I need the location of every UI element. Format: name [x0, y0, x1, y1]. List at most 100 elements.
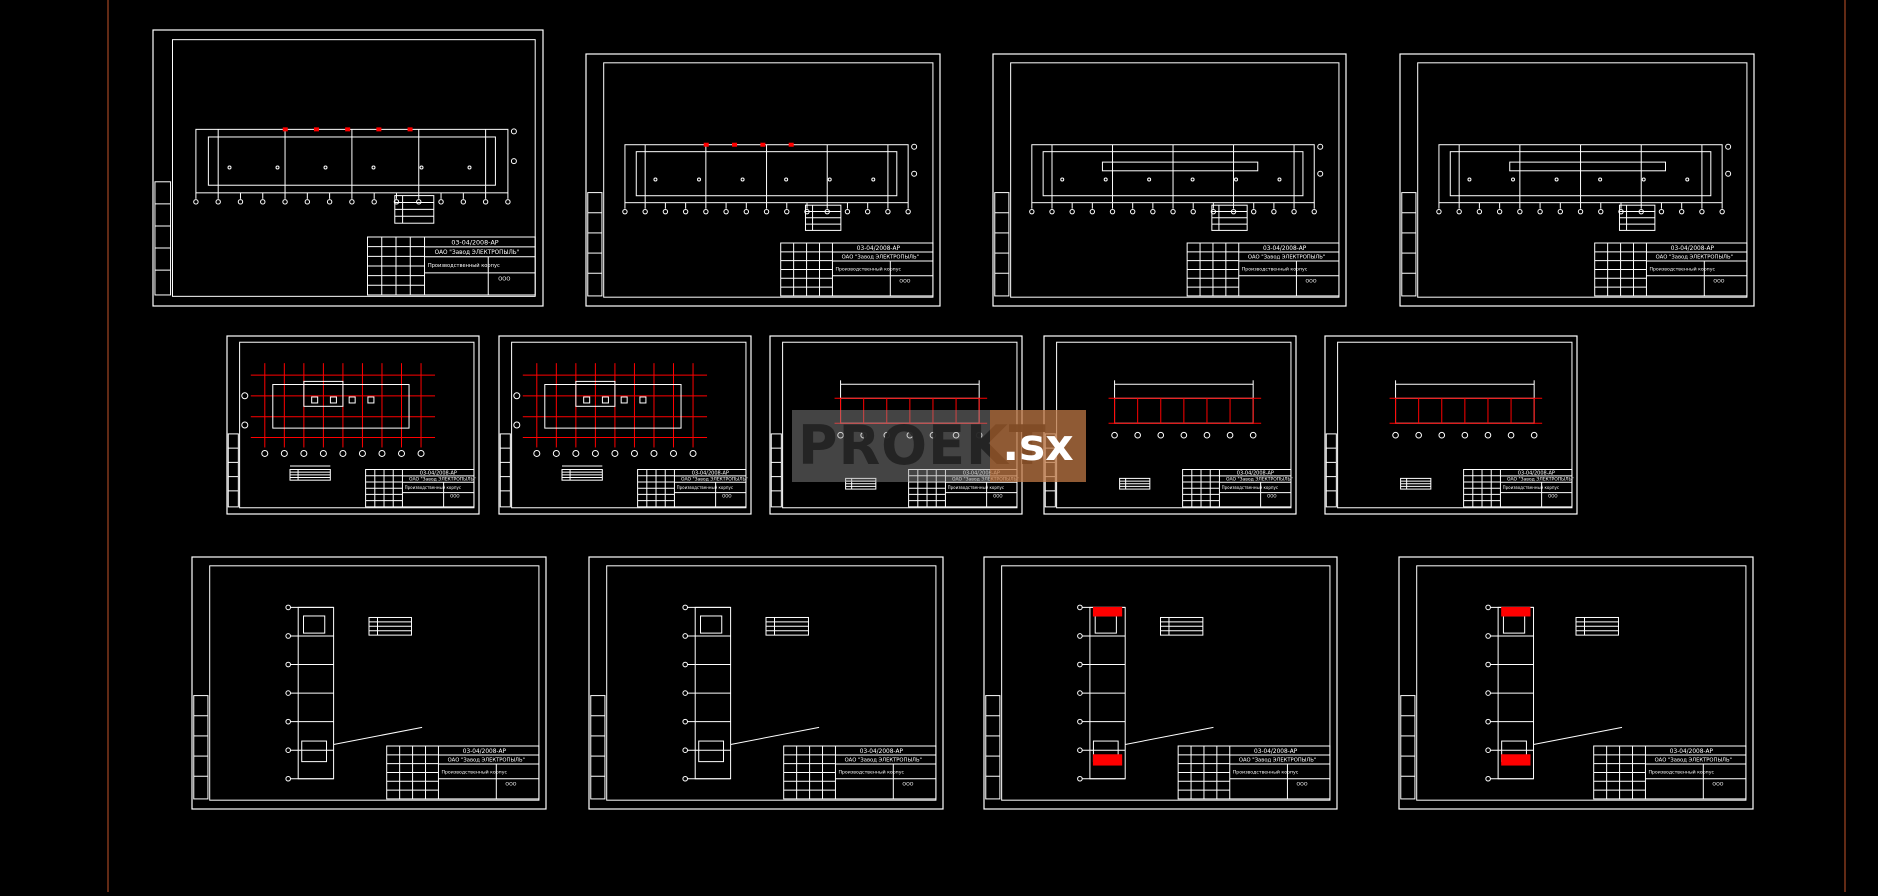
floor-plan	[193, 127, 517, 205]
section-plan	[834, 380, 988, 439]
title-block-object: Производственный корпус	[1503, 485, 1559, 490]
legend-table	[845, 477, 877, 490]
title-block-firm: ООО	[1548, 494, 1557, 499]
legend-table	[368, 616, 412, 636]
title-block: 03-04/2008-АР ОАО "Завод ЭЛЕКТРОПЫЛЬ" Прои…	[386, 745, 540, 800]
title-block-code: 03-04/2008-АР	[857, 246, 901, 252]
vertical-plan	[285, 604, 423, 782]
title-block: 03-04/2008-АР ОАО "Завод ЭЛЕКТРОПЫЛЬ" Прои…	[1177, 745, 1331, 800]
title-block-code: 03-04/2008-АР	[451, 239, 498, 247]
title-block-firm: ООО	[450, 494, 459, 499]
title-block-firm: ООО	[1713, 279, 1724, 285]
title-block-company: ОАО "Завод ЭЛЕКТРОПЫЛЬ"	[409, 476, 476, 482]
title-block-code: 03-04/2008-АР	[1254, 749, 1298, 755]
title-block-code: 03-04/2008-АР	[420, 470, 457, 476]
legend-table	[1211, 204, 1248, 231]
title-block-code: 03-04/2008-АР	[1263, 246, 1307, 252]
title-block-firm: ООО	[1267, 494, 1276, 499]
title-block-object: Производственный корпус	[1648, 769, 1714, 776]
sheet-10: 03-04/2008-АР ОАО "Завод ЭЛЕКТРОПЫЛЬ" Прои…	[191, 556, 547, 810]
legend-table	[765, 616, 809, 636]
title-block-object: Производственный корпус	[1222, 485, 1278, 490]
title-block-company: ОАО "Завод ЭЛЕКТРОПЫЛЬ"	[681, 476, 748, 482]
title-block-firm: ООО	[1306, 279, 1317, 285]
sheet-2: 03-04/2008-АР ОАО "Завод ЭЛЕКТРОПЫЛЬ" Прои…	[585, 53, 941, 307]
title-block-object: Производственный корпус	[1649, 266, 1715, 273]
title-block-firm: ООО	[505, 782, 516, 788]
title-block-firm: ООО	[1297, 782, 1308, 788]
title-block-firm: ООО	[722, 494, 731, 499]
title-block: 03-04/2008-АР ОАО "Завод ЭЛЕКТРОПЫЛЬ" Прои…	[367, 236, 536, 296]
title-block-company: ОАО "Завод ЭЛЕКТРОПЫЛЬ"	[1507, 476, 1574, 482]
legend-table	[1575, 616, 1619, 636]
title-block-object: Производственный корпус	[428, 262, 500, 269]
floor-plan	[1436, 143, 1732, 215]
title-block-code: 03-04/2008-АР	[1518, 470, 1555, 476]
title-block-company: ОАО "Завод ЭЛЕКТРОПЫЛЬ"	[1239, 757, 1316, 763]
title-block-firm: ООО	[902, 782, 913, 788]
title-block-object: Производственный корпус	[835, 266, 901, 273]
sheet-13: 03-04/2008-АР ОАО "Завод ЭЛЕКТРОПЫЛЬ" Прои…	[1398, 556, 1754, 810]
title-block-object: Производственный корпус	[405, 485, 461, 490]
sheet-11: 03-04/2008-АР ОАО "Завод ЭЛЕКТРОПЫЛЬ" Прои…	[588, 556, 944, 810]
grid-plan	[241, 363, 436, 457]
title-block: 03-04/2008-АР ОАО "Завод ЭЛЕКТРОПЫЛЬ" Прои…	[783, 745, 937, 800]
title-block-code: 03-04/2008-АР	[1237, 470, 1274, 476]
title-block-company: ОАО "Завод ЭЛЕКТРОПЫЛЬ"	[448, 757, 525, 763]
sheet-1: 03-04/2008-АР ОАО "Завод ЭЛЕКТРОПЫЛЬ" Прои…	[152, 29, 544, 307]
legend-table	[1160, 616, 1204, 636]
legend-table	[1119, 477, 1151, 490]
title-block-code: 03-04/2008-АР	[1670, 749, 1714, 755]
floor-plan	[622, 142, 918, 215]
title-block-code: 03-04/2008-АР	[860, 749, 904, 755]
title-block-company: ОАО "Завод ЭЛЕКТРОПЫЛЬ"	[952, 476, 1019, 482]
legend-table	[289, 469, 331, 481]
title-block-code: 03-04/2008-АР	[963, 470, 1000, 476]
vertical-plan	[682, 604, 820, 782]
floor-plan	[1029, 143, 1324, 215]
title-block: 03-04/2008-АР ОАО "Завод ЭЛЕКТРОПЫЛЬ" Прои…	[780, 242, 934, 297]
section-plan	[1389, 380, 1543, 439]
title-block-object: Производственный корпус	[1242, 266, 1308, 273]
title-block-object: Производственный корпус	[441, 769, 507, 776]
title-block-company: ОАО "Завод ЭЛЕКТРОПЫЛЬ"	[435, 250, 520, 256]
title-block-code: 03-04/2008-АР	[692, 470, 729, 476]
title-block-company: ОАО "Завод ЭЛЕКТРОПЫЛЬ"	[845, 757, 922, 763]
title-block-object: Производственный корпус	[1233, 769, 1299, 776]
watermark-accent: .sx	[990, 410, 1086, 482]
title-block-company: ОАО "Завод ЭЛЕКТРОПЫЛЬ"	[1656, 254, 1733, 260]
sheet-12: 03-04/2008-АР ОАО "Завод ЭЛЕКТРОПЫЛЬ" Прои…	[983, 556, 1338, 810]
title-block-firm: ООО	[498, 276, 510, 282]
title-block-company: ОАО "Завод ЭЛЕКТРОПЫЛЬ"	[1655, 757, 1732, 763]
sheet-4: 03-04/2008-АР ОАО "Завод ЭЛЕКТРОПЫЛЬ" Прои…	[1399, 53, 1755, 307]
legend-table	[394, 195, 435, 224]
title-block-firm: ООО	[899, 279, 910, 285]
title-block: 03-04/2008-АР ОАО "Завод ЭЛЕКТРОПЫЛЬ" Прои…	[1593, 745, 1747, 800]
legend-table	[561, 469, 603, 481]
title-block-object: Производственный корпус	[677, 485, 733, 490]
title-block-firm: ООО	[1712, 782, 1723, 788]
title-block-code: 03-04/2008-АР	[463, 749, 507, 755]
vertical-plan	[1485, 604, 1623, 782]
legend-table	[804, 204, 842, 231]
title-block-object: Производственный корпус	[948, 485, 1004, 490]
legend-table	[1400, 477, 1432, 490]
watermark: PROEKT .sx	[792, 410, 1086, 482]
title-block-object: Производственный корпус	[838, 769, 904, 776]
legend-table	[1618, 204, 1656, 231]
title-block-code: 03-04/2008-АР	[1671, 246, 1715, 252]
grid-plan	[513, 363, 708, 457]
title-block-company: ОАО "Завод ЭЛЕКТРОПЫЛЬ"	[842, 254, 919, 260]
section-plan	[1108, 380, 1262, 439]
